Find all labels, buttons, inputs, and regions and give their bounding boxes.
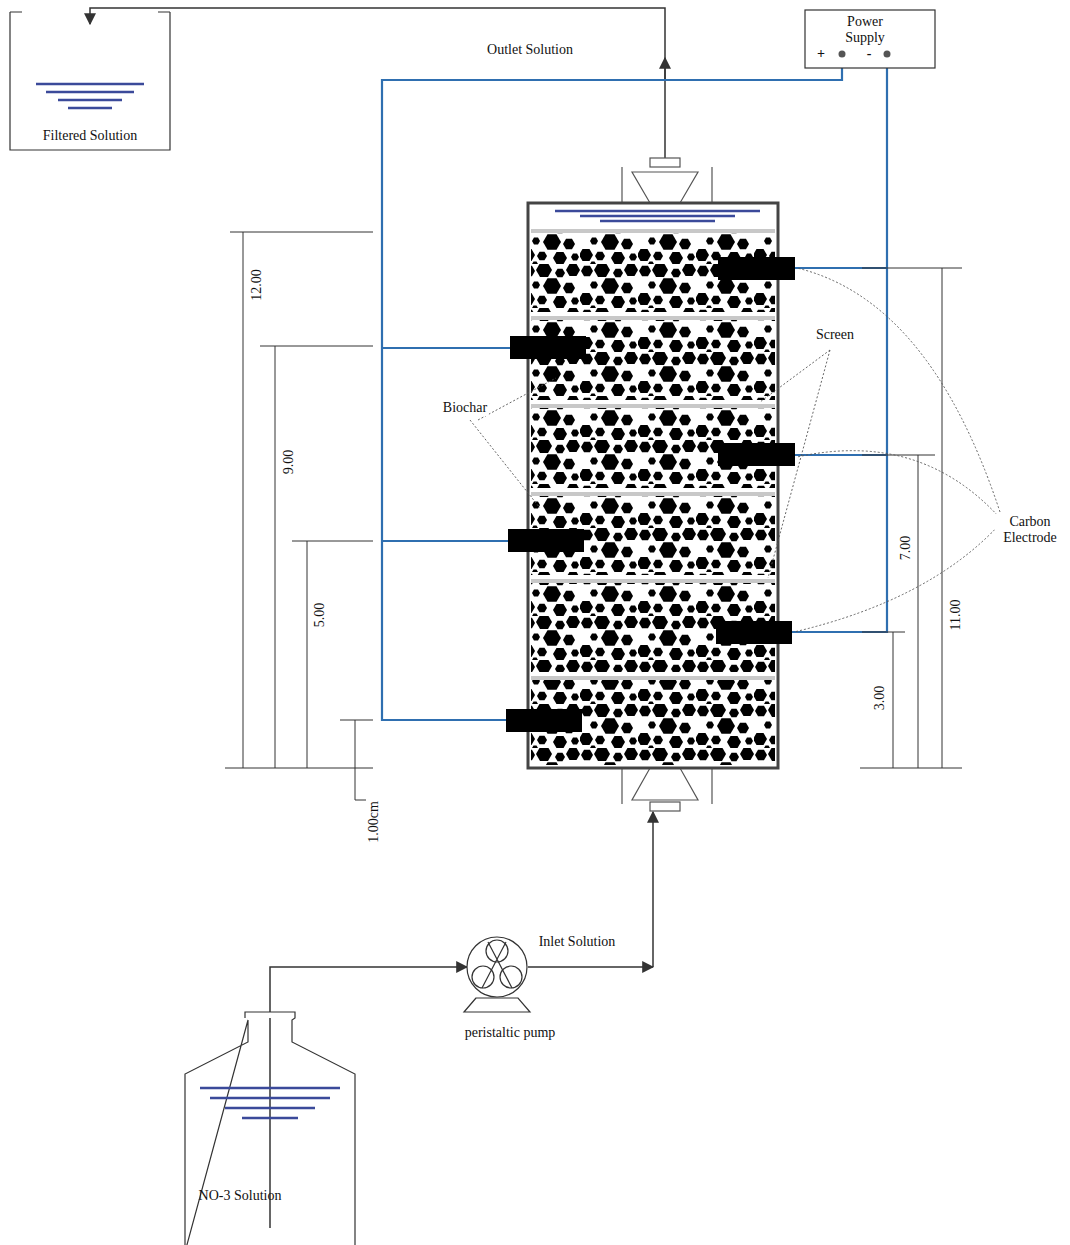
tank: Filtered Solution (10, 12, 170, 152)
dimension-value: 12.00 (249, 267, 265, 303)
leader-line (470, 268, 1000, 632)
node-label: Filtered Solution (10, 128, 170, 144)
node-label: Power Supply (835, 14, 895, 46)
dimension-value: 5.00 (312, 601, 328, 630)
outlet-pipe (90, 8, 665, 158)
flow-arrow (664, 58, 666, 80)
inlet-pipe (652, 812, 654, 967)
power-supply: Power Supply + - (805, 10, 935, 68)
carbon-electrode (506, 257, 795, 732)
flow-label: Outlet Solution (485, 42, 575, 58)
dimension-value: 1.00cm (366, 799, 382, 845)
dimension-value: 7.00 (898, 534, 914, 563)
terminal-sign: - (861, 46, 877, 62)
dimension-value: 11.00 (948, 598, 964, 633)
bottle-outline (180, 1012, 360, 1245)
flow-connector (270, 967, 467, 1012)
water-surface (555, 211, 760, 221)
node-label: peristaltic pump (440, 1025, 580, 1041)
dimension-value: 3.00 (872, 684, 888, 713)
biochar-bed (531, 233, 775, 765)
inlet-pipe (528, 966, 653, 968)
part-label: Biochar (441, 400, 489, 416)
column (528, 203, 778, 768)
terminal-sign: + (813, 46, 829, 62)
power-wire (382, 54, 887, 720)
node-label: NO-3 Solution (190, 1188, 290, 1204)
flow-label: Inlet Solution (537, 934, 618, 950)
dimension-value: 9.00 (281, 448, 297, 477)
bottle: NO-3 Solution (180, 1012, 360, 1245)
part-label: Carbon Electrode (995, 514, 1065, 546)
dimension-line (225, 232, 962, 800)
part-label: Screen (814, 327, 856, 343)
